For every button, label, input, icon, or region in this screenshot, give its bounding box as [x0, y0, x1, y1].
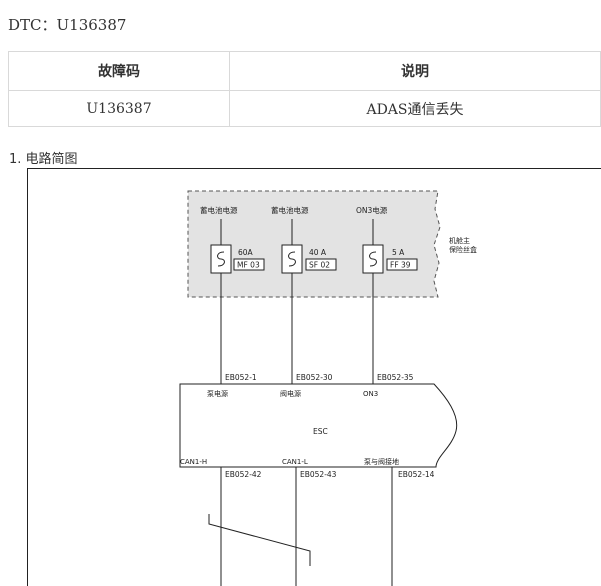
twisted-pair-symbol [208, 514, 311, 566]
fuse-id-3: FF 39 [390, 261, 411, 270]
esc-bottom-pin-1: EB052-42 [225, 470, 262, 479]
table-header-row: 故障码 说明 [8, 51, 601, 91]
esc-top-pin-2: EB052-30 [296, 373, 333, 382]
fuse-source-label-1: 蓄电池电源 [200, 205, 238, 215]
column-header-code: 故障码 [8, 51, 230, 91]
esc-bottom-label-3: 泵与阀接地 [364, 457, 399, 466]
fuse-source-label-3: ON3电源 [356, 205, 388, 215]
fuse-2: 40 A SF 02 [281, 219, 337, 374]
esc-module-name: ESC [313, 427, 328, 436]
esc-top-label-1: 泵电源 [207, 389, 228, 398]
esc-bottom-pin-2: EB052-43 [300, 470, 337, 479]
cell-description: ADAS通信丢失 [229, 90, 601, 127]
esc-top-label-2: 阀电源 [280, 389, 301, 398]
fuse-3: 5 A FF 39 [362, 219, 418, 374]
cell-code: U136387 [8, 90, 230, 127]
esc-top-pin-3: EB052-35 [377, 373, 414, 382]
fuse-id-1: MF 03 [237, 261, 260, 270]
dtc-table: 故障码 说明 U136387 ADAS通信丢失 [8, 51, 601, 127]
fuse-source-label-2: 蓄电池电源 [271, 205, 309, 215]
fuse-id-2: SF 02 [309, 261, 330, 270]
fuse-rating-1: 60A [238, 248, 254, 257]
circuit-diagram-svg: 蓄电池电源 蓄电池电源 ON3电源 60A MF 03 40 A SF 02 [179, 190, 477, 586]
fuse-box-label-line1: 机舱主 [449, 236, 470, 245]
esc-top-label-3: ON3 [363, 390, 378, 398]
circuit-diagram: 蓄电池电源 蓄电池电源 ON3电源 60A MF 03 40 A SF 02 [27, 168, 601, 586]
esc-module-outline [179, 383, 458, 468]
esc-bottom-label-2: CAN1-L [282, 458, 308, 466]
dtc-title: DTC：U136387 [8, 16, 127, 34]
fuse-rating-2: 40 A [309, 248, 327, 257]
fuse-box-label-line2: 保险丝盒 [449, 245, 477, 254]
esc-bottom-label-1: CAN1-H [180, 458, 207, 466]
section-title: 1. 电路简图 [9, 152, 78, 167]
fuse-rating-3: 5 A [392, 248, 405, 257]
table-row: U136387 ADAS通信丢失 [8, 90, 601, 127]
esc-bottom-pin-3: EB052-14 [398, 470, 435, 479]
column-header-description: 说明 [229, 51, 601, 91]
fuse-1: 60A MF 03 [210, 219, 265, 374]
esc-top-pin-1: EB052-1 [225, 373, 257, 382]
